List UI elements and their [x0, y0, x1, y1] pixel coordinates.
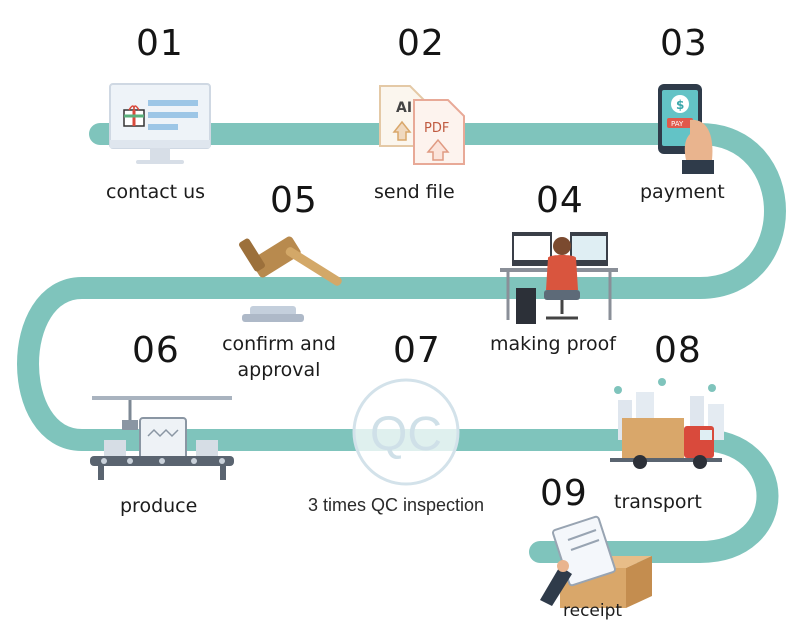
step-06-number: 06	[132, 330, 180, 371]
pay-badge: PAY	[671, 120, 684, 128]
step-08-number: 08	[654, 330, 702, 371]
step-07-label: 3 times QC inspection	[308, 495, 485, 515]
pdf-file-label: PDF	[424, 121, 449, 136]
phone-payment-icon: $ PAY	[658, 84, 714, 174]
step-01-number: 01	[136, 23, 184, 64]
step-01-label: contact us	[106, 181, 206, 203]
step-03-number: 03	[660, 23, 708, 64]
package-receipt-icon	[540, 515, 652, 608]
production-line-icon	[90, 396, 234, 480]
step-02-label: send file	[374, 181, 455, 203]
step-09-label: receipt	[563, 601, 623, 621]
step-05-label-line1: confirm and	[222, 333, 336, 355]
step-04-label: making proof	[490, 333, 616, 355]
dollar-sign: $	[676, 98, 684, 112]
step-09-number: 09	[540, 473, 588, 514]
delivery-truck-icon	[610, 378, 724, 469]
step-03-label: payment	[640, 181, 725, 203]
step-05-number: 05	[270, 180, 318, 221]
step-02-number: 02	[397, 23, 445, 64]
gavel-icon	[239, 236, 342, 322]
ai-pdf-files-icon: AI PDF	[379, 85, 465, 165]
step-05-label: confirm and approval	[214, 332, 344, 383]
step-08-label: transport	[614, 491, 702, 513]
step-07-number: 07	[393, 330, 441, 371]
designer-desk-icon	[500, 232, 618, 324]
step-04-number: 04	[536, 180, 584, 221]
qc-watermark-icon: QC	[352, 378, 460, 486]
qc-watermark-text: QC	[370, 408, 442, 461]
step-06-label: produce	[120, 495, 198, 517]
ai-file-label: AI	[396, 100, 412, 116]
winding-path	[17, 123, 786, 563]
step-05-label-line2: approval	[237, 358, 321, 381]
computer-gift-icon	[109, 83, 211, 164]
